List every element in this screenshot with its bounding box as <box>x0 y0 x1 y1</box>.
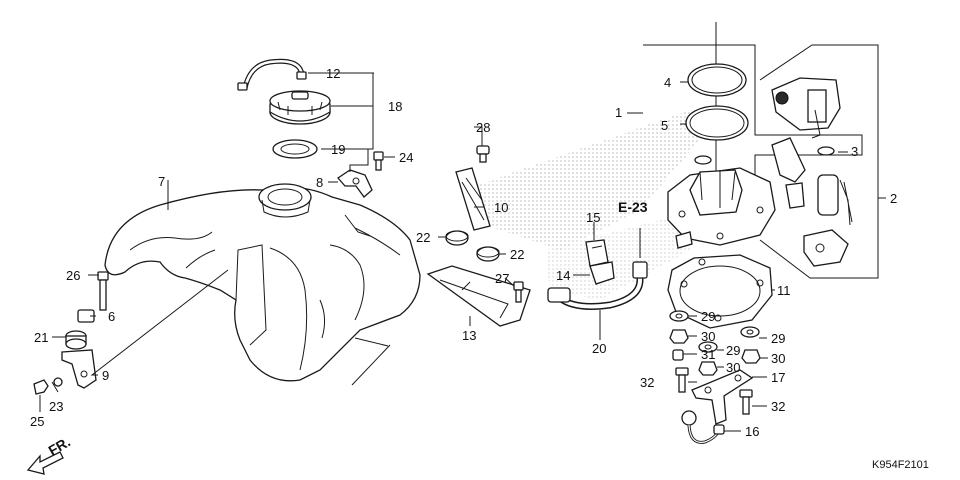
stay-screw <box>476 145 490 163</box>
nut-left <box>669 329 689 344</box>
callout-32-left: 32 <box>640 375 654 390</box>
callout-19: 19 <box>331 142 345 157</box>
bracket-bolt-lower <box>33 377 63 395</box>
callout-9: 9 <box>102 368 109 383</box>
rubber-plug-upper <box>445 230 469 246</box>
drawing-code: K954F2101 <box>872 459 929 471</box>
mounting-rubber <box>65 330 87 350</box>
fuel-level-sensor <box>817 174 853 226</box>
o-ring-lower <box>685 105 749 141</box>
hose-clip <box>585 239 609 267</box>
leader-lines <box>39 72 886 432</box>
breather-tube <box>237 58 307 91</box>
seal-washer <box>694 155 712 165</box>
callout-4: 4 <box>664 75 671 90</box>
pump-gasket <box>667 254 773 329</box>
callout-8: 8 <box>316 175 323 190</box>
callout-23: 23 <box>49 399 63 414</box>
callout-10: 10 <box>494 200 508 215</box>
nut-right <box>741 349 761 364</box>
callout-7: 7 <box>158 174 165 189</box>
callout-12: 12 <box>326 66 340 81</box>
callout-22-upper: 22 <box>416 230 430 245</box>
callout-18: 18 <box>388 99 402 114</box>
callout-28: 28 <box>476 120 490 135</box>
exploded-view-shading-lower <box>545 215 690 300</box>
fuel-pump-cover <box>426 265 531 327</box>
callout-11: 11 <box>777 283 791 298</box>
callout-16: 16 <box>745 424 759 439</box>
callout-29-left: 29 <box>701 309 715 324</box>
pump-subassembly-outline <box>759 44 879 279</box>
bracket-bolt <box>373 151 384 171</box>
callout-22-lower: 22 <box>510 247 524 262</box>
callout-17: 17 <box>771 370 785 385</box>
callout-24: 24 <box>399 150 413 165</box>
callout-31: 31 <box>701 347 715 362</box>
spacer <box>672 349 684 361</box>
front-label: FR. <box>46 433 74 458</box>
fuel-feed-hose <box>547 261 648 310</box>
callout-30-left: 30 <box>701 329 715 344</box>
fuel-cap <box>269 90 331 125</box>
callout-14: 14 <box>556 268 570 283</box>
washer-center <box>698 341 718 353</box>
washer-left <box>669 310 689 322</box>
callout-15: 15 <box>586 210 600 225</box>
pump-regulator <box>803 229 849 267</box>
pump-bolt-right <box>739 389 753 415</box>
front-direction-arrow: FR. <box>26 433 74 475</box>
callout-29-center: 29 <box>726 343 740 358</box>
fuel-tank <box>104 183 421 386</box>
callout-20: 20 <box>592 341 606 356</box>
tank-bracket <box>61 349 97 389</box>
mounting-bolt <box>97 271 109 311</box>
fuel-pump-motor <box>771 77 841 139</box>
callout-5: 5 <box>661 118 668 133</box>
pump-bolt-left <box>675 367 689 393</box>
callout-2: 2 <box>890 191 897 206</box>
callout-6: 6 <box>108 309 115 324</box>
o-ring-upper <box>687 63 747 97</box>
cap-gasket <box>272 139 318 159</box>
hose-joint <box>589 261 615 285</box>
mounting-bracket <box>337 169 373 198</box>
nut-center <box>698 361 718 376</box>
wire-stay <box>455 167 491 231</box>
callout-21: 21 <box>34 330 48 345</box>
callout-26: 26 <box>66 268 80 283</box>
fuel-strainer <box>771 137 806 209</box>
cover-bolt <box>513 281 524 303</box>
exploded-view-shading <box>478 110 700 250</box>
section-reference: E-23 <box>618 199 648 215</box>
rubber-plug-lower <box>476 246 500 262</box>
callout-30-right: 30 <box>771 351 785 366</box>
washer-right <box>740 326 760 338</box>
fuel-pump-unit <box>667 167 776 249</box>
sub-harness <box>681 410 725 444</box>
callout-29-right: 29 <box>771 331 785 346</box>
callout-3: 3 <box>851 144 858 159</box>
callout-27: 27 <box>495 271 509 286</box>
callout-labels: 1 2 3 4 5 6 7 8 9 10 11 12 13 14 15 16 1… <box>30 66 929 471</box>
callout-25: 25 <box>30 414 44 429</box>
callout-30-center: 30 <box>726 360 740 375</box>
callout-32-right: 32 <box>771 399 785 414</box>
callout-1: 1 <box>615 105 622 120</box>
callout-13: 13 <box>462 328 476 343</box>
filter-seal <box>817 146 835 156</box>
pump-stay <box>691 369 754 425</box>
